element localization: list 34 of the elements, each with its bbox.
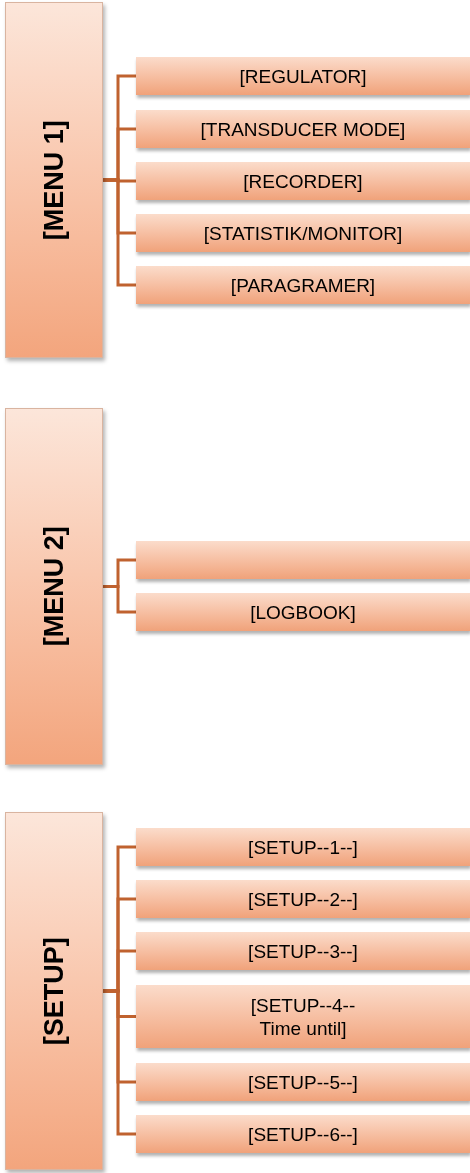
menu-title: [SETUP]	[37, 937, 70, 1045]
menu-box	[5, 408, 103, 765]
menu-item-label: [LOGBOOK]	[249, 600, 357, 624]
menu-item-box	[136, 162, 470, 200]
menu-item-box	[136, 985, 470, 1048]
menu-item-label: [SETUP--5--]	[247, 1070, 359, 1094]
menu-title: [MENU 1]	[37, 120, 70, 240]
menu-box	[5, 2, 103, 358]
menu-item-box	[136, 1115, 470, 1153]
menu-item-box	[136, 266, 470, 304]
menu-item-label: [STATISTIK/MONITOR]	[202, 221, 404, 245]
menu-item-label: [SETUP--3--]	[247, 939, 359, 963]
menu-item-box	[136, 1063, 470, 1101]
menu-item-label: [SETUP--4-- Time until]	[249, 993, 357, 1040]
menu-box	[5, 812, 103, 1170]
menu-item-box	[136, 880, 470, 918]
menu-item-box	[136, 110, 470, 148]
menu-item-box	[136, 214, 470, 252]
connector-line	[103, 178, 136, 287]
menu-item-label: [REGULATOR]	[238, 64, 368, 88]
menu-item-box	[136, 541, 470, 579]
menu-item-label: [SETUP--6--]	[247, 1122, 359, 1146]
menu-item-label: [SETUP--2--]	[247, 887, 359, 911]
menu-item-box	[136, 57, 470, 95]
menu-item-label: [TRANSDUCER MODE]	[199, 117, 407, 141]
menu-item-label: [RECORDER]	[242, 169, 364, 193]
menu-item-box	[136, 828, 470, 866]
menu-item-box	[136, 932, 470, 970]
menu-title: [MENU 2]	[37, 526, 70, 647]
connector-line	[103, 989, 136, 1136]
menu-item-label: [PARAGRAMER]	[229, 273, 377, 297]
menu-item-box	[136, 593, 470, 631]
connector-line	[103, 585, 136, 614]
menu-item-label: [SETUP--1--]	[247, 835, 359, 859]
